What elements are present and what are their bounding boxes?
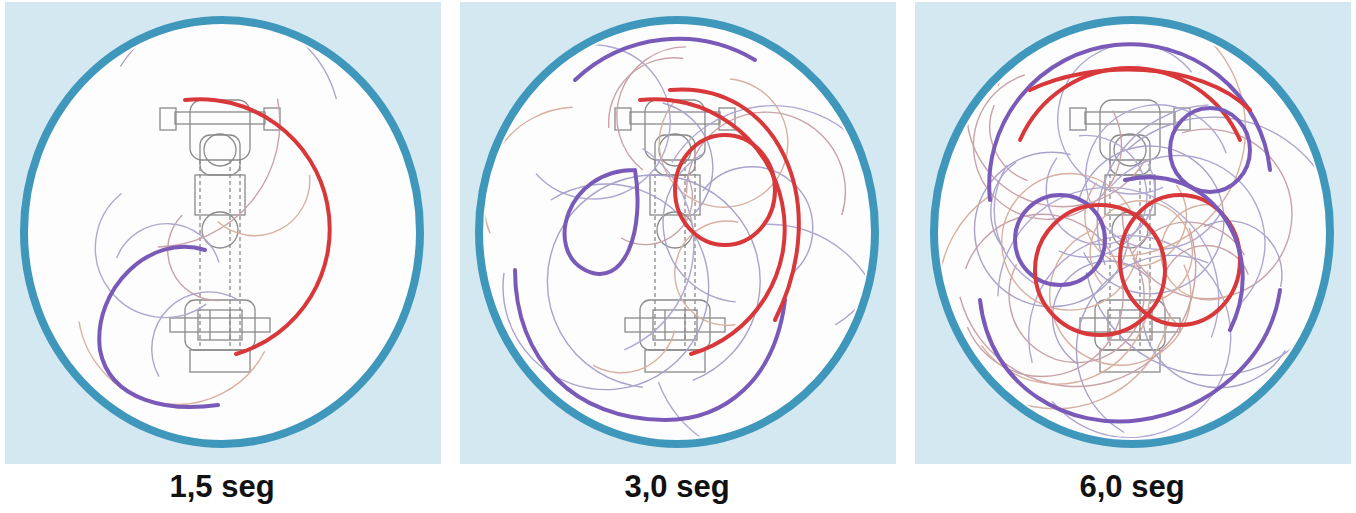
flow-path xyxy=(1015,195,1105,285)
time-label: 3,0 seg xyxy=(624,470,729,504)
flow-trace xyxy=(79,322,265,405)
flow-trace xyxy=(1097,105,1208,265)
flow-path xyxy=(640,99,785,354)
vessel-outline xyxy=(934,20,1330,444)
flow-trace xyxy=(218,175,310,236)
panel-background xyxy=(460,2,896,464)
panel-background xyxy=(5,2,441,464)
flow-trace xyxy=(663,103,713,215)
flow-path xyxy=(565,170,638,274)
panel-background xyxy=(915,2,1351,464)
flow-trace xyxy=(120,11,336,99)
vessel-outline xyxy=(24,20,420,444)
flow-path xyxy=(980,290,1280,422)
flow-trace xyxy=(547,175,760,387)
flow-trace xyxy=(152,292,237,377)
flow-path xyxy=(1170,108,1250,192)
flow-trace xyxy=(663,153,736,302)
flow-trace xyxy=(1087,117,1343,375)
flow-trace xyxy=(1161,205,1234,300)
flow-path xyxy=(675,135,775,245)
time-label: 1,5 seg xyxy=(169,470,274,504)
flow-path xyxy=(670,89,799,320)
flow-trace xyxy=(609,58,683,128)
flow-path xyxy=(575,39,755,80)
mixing-panel xyxy=(915,1,1351,464)
flow-trace xyxy=(168,215,220,301)
flow-path xyxy=(515,270,785,420)
flow-trace xyxy=(1143,322,1285,387)
flow-trace xyxy=(484,107,573,233)
flow-path xyxy=(989,44,1270,200)
flow-trace xyxy=(991,162,1016,249)
flow-path xyxy=(185,99,330,354)
time-label: 6,0 seg xyxy=(1079,470,1184,504)
flow-path xyxy=(1125,177,1243,330)
flow-trace xyxy=(672,106,892,325)
flow-path xyxy=(99,247,218,407)
vessel-outline xyxy=(479,20,875,444)
flow-trace xyxy=(1053,261,1151,364)
mixing-panel xyxy=(5,2,441,464)
mixing-panel xyxy=(460,2,896,464)
flow-path xyxy=(1030,70,1250,110)
flow-path xyxy=(1035,205,1165,335)
flow-trace xyxy=(158,99,280,247)
mixer-drawing xyxy=(160,100,280,372)
flow-trace xyxy=(117,224,219,263)
flow-trace xyxy=(593,331,675,373)
flow-trace xyxy=(503,184,709,390)
